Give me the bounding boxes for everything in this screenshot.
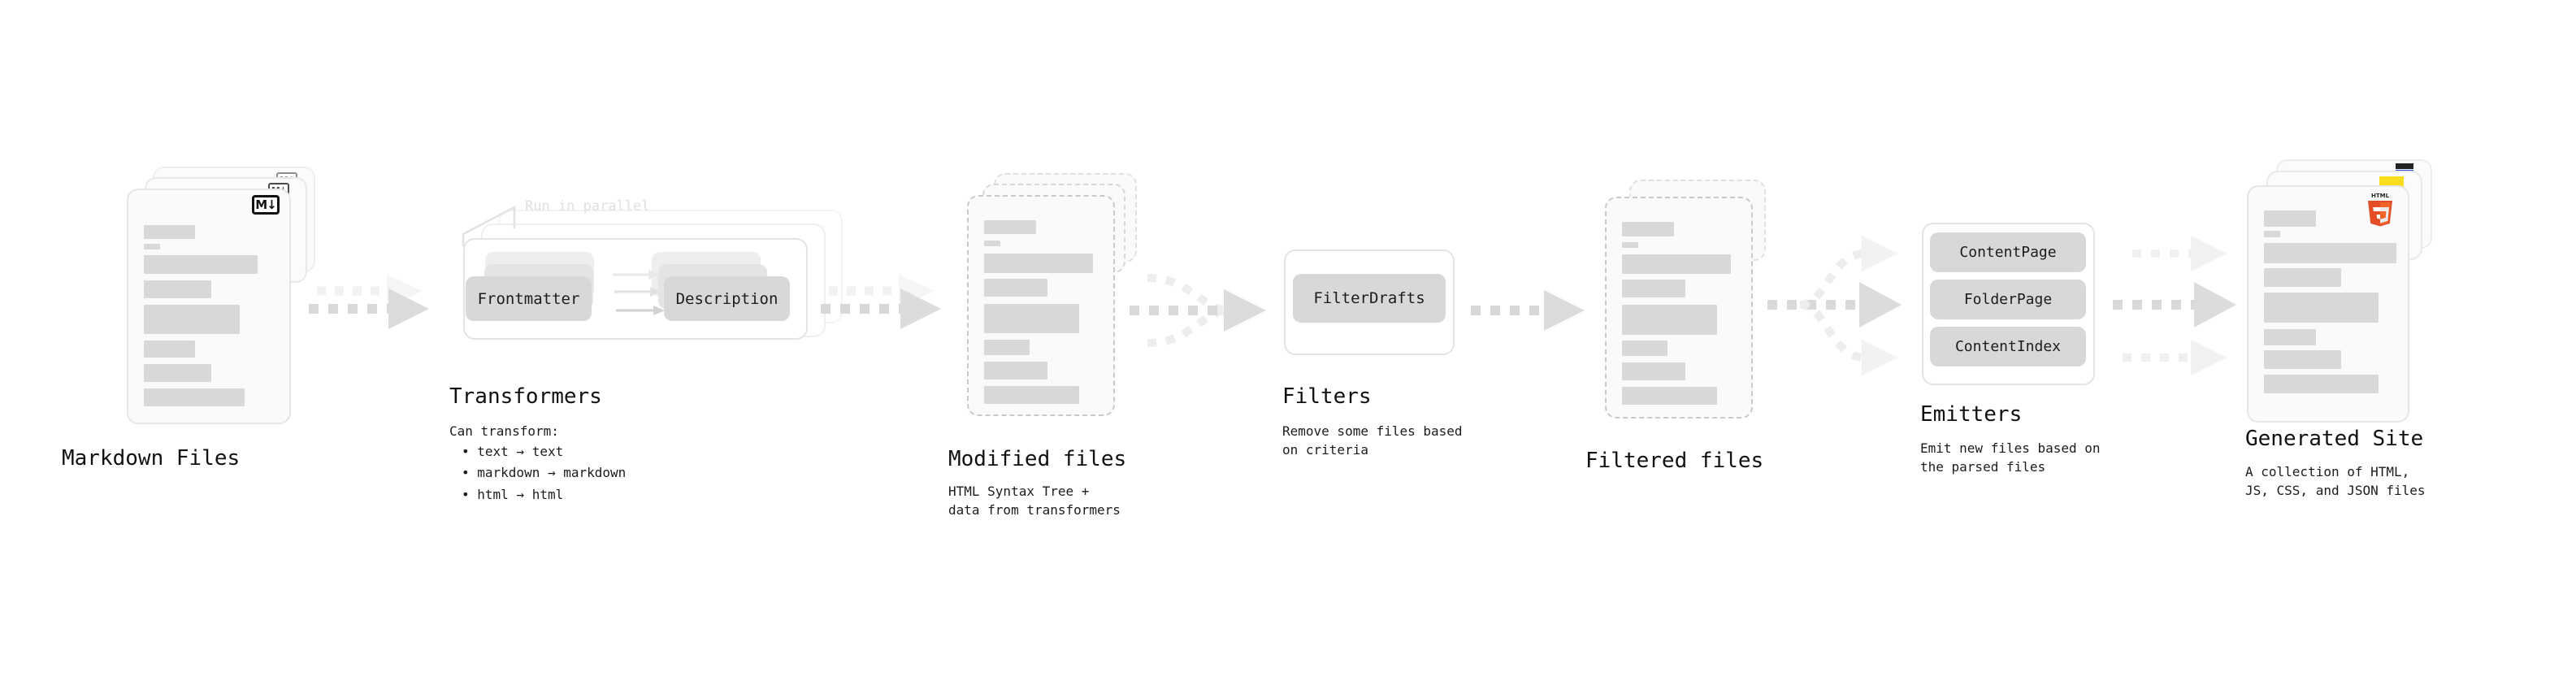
- doc-bar: [144, 305, 240, 334]
- doc-bar: [1622, 254, 1731, 274]
- arrow-filtered-to-emitters: [1767, 236, 1902, 375]
- transformers-bullet: • text → text: [462, 444, 564, 459]
- stage-subtitle-filters: Remove some files based on criteria: [1282, 423, 1463, 458]
- markdown-icon: M↓: [252, 195, 280, 215]
- doc-bar: [2264, 350, 2341, 369]
- transformer-chip-frontmatter[interactable]: Frontmatter: [466, 276, 592, 321]
- emitter-chip-folderpage[interactable]: FolderPage: [1930, 280, 2086, 319]
- stage-subtitle-emitters: Emit new files based on the parsed files: [1920, 440, 2101, 475]
- doc-bar: [2264, 293, 2379, 323]
- arrow-modified-to-filters: [1130, 274, 1266, 347]
- stage-title-emitters: Emitters: [1920, 402, 2023, 427]
- doc-bar: [144, 225, 195, 239]
- doc-bar: [144, 280, 211, 298]
- doc-bar: [984, 254, 1093, 273]
- transformers-bullet: • html → html: [462, 486, 564, 502]
- transformer-inner-arrows: [613, 270, 665, 315]
- svg-text:HTML: HTML: [2371, 193, 2390, 199]
- doc-bar: [1622, 362, 1685, 380]
- stage-title-transformers: Transformers: [449, 384, 602, 409]
- doc-bar: [984, 241, 1000, 246]
- stage-title-filtered-files: Filtered files: [1585, 449, 1764, 473]
- doc-bar: [1622, 305, 1717, 335]
- doc-bar: [1622, 280, 1685, 297]
- doc-bar: [1622, 340, 1667, 356]
- doc-bar: [2264, 268, 2341, 287]
- html5-icon: HTML: [2368, 193, 2392, 227]
- transformers-bullet-list: • text → text • markdown → markdown • ht…: [462, 441, 626, 505]
- stage-subtitle-generated-site: A collection of HTML, JS, CSS, and JSON …: [2245, 464, 2426, 499]
- doc-bar: [2264, 243, 2396, 263]
- doc-bar: [1622, 387, 1717, 405]
- doc-bar: [144, 255, 258, 274]
- stage-title-filters: Filters: [1282, 384, 1372, 409]
- doc-bar: [984, 279, 1047, 297]
- transformer-chip-description[interactable]: Description: [664, 276, 790, 321]
- stage-subtitle-transformers: Can transform:: [449, 423, 559, 439]
- arrow-emitters-to-site: [2113, 236, 2236, 375]
- doc-bar: [984, 220, 1036, 234]
- stage-title-modified-files: Modified files: [948, 447, 1127, 471]
- arrow-transformers-to-modified: [821, 275, 941, 329]
- run-in-parallel-leader: [462, 205, 516, 246]
- transformers-bullet: • markdown → markdown: [462, 465, 627, 481]
- doc-bar: [984, 304, 1079, 333]
- stage-title-generated-site: Generated Site: [2245, 427, 2424, 451]
- doc-bar: [2264, 231, 2280, 237]
- doc-bar: [144, 388, 245, 406]
- emitter-chip-contentpage[interactable]: ContentPage: [1930, 232, 2086, 272]
- arrow-md-to-transformers: [309, 275, 429, 329]
- filter-chip-filterdrafts[interactable]: FilterDrafts: [1293, 274, 1446, 323]
- doc-bar: [2264, 210, 2316, 227]
- doc-bar: [984, 340, 1030, 355]
- doc-bar: [1622, 222, 1674, 236]
- doc-bar: [984, 362, 1047, 380]
- doc-bar: [984, 386, 1079, 404]
- arrow-filters-to-filtered: [1471, 290, 1585, 331]
- doc-bar: [2264, 375, 2379, 393]
- doc-bar: [144, 364, 211, 382]
- doc-bar: [1622, 242, 1638, 248]
- doc-bar: [144, 340, 195, 358]
- stage-title-markdown-files: Markdown Files: [62, 446, 241, 471]
- doc-bar: [144, 244, 160, 249]
- stage-subtitle-modified-files: HTML Syntax Tree + data from transformer…: [948, 484, 1121, 518]
- doc-bar: [2264, 329, 2316, 345]
- run-in-parallel-note: Run in parallel: [525, 198, 650, 215]
- emitter-chip-contentindex[interactable]: ContentIndex: [1930, 327, 2086, 367]
